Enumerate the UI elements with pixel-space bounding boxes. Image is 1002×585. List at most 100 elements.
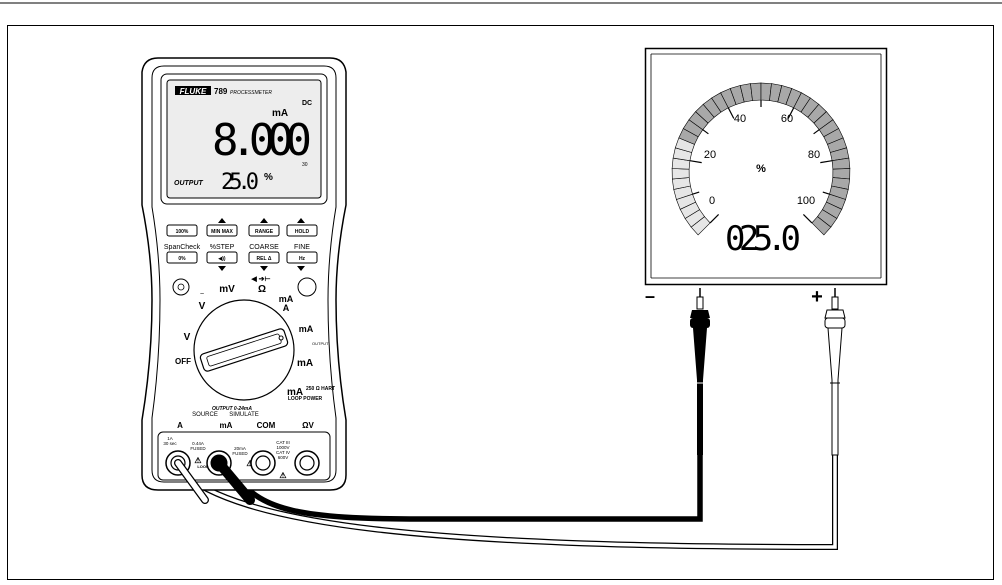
dial-ohm: Ω (258, 284, 266, 295)
gauge-tick-60: 60 (781, 113, 793, 125)
button-range-label: RANGE (255, 229, 274, 235)
gauge-segment (750, 82, 762, 101)
gauge-tick-40: 40 (734, 113, 746, 125)
lcd-output-reading: 25.0 (221, 170, 259, 195)
button-hz-label: Hz (299, 256, 306, 262)
dial-off: OFF (175, 357, 191, 366)
dial-ma-output: mA (299, 324, 314, 334)
cat-rating-c: CAT IV (276, 450, 290, 455)
gauge-segment (832, 168, 851, 180)
terminal-a-label: A (177, 421, 183, 430)
gauge-tick-mark (702, 129, 709, 135)
dial-v-ac: V (184, 332, 191, 343)
button-minmax-label: MIN MAX (211, 229, 233, 235)
gauge-tick-mark (802, 213, 813, 224)
button-100pct-label: 100% (176, 229, 189, 235)
dial-mv: mV (219, 284, 235, 295)
button-0pct[interactable] (166, 251, 198, 264)
dial-a: A (283, 303, 290, 313)
gauge-tick-0: 0 (709, 195, 715, 207)
button-hz[interactable] (286, 251, 318, 264)
sun-icon (177, 283, 185, 291)
jack3-label-b: FUSED (232, 451, 248, 456)
cat-rating-b: 1000V (276, 445, 289, 450)
gauge-tick-100: 100 (797, 195, 815, 207)
svg-text:~: ~ (200, 291, 204, 298)
button-beeper-label: ◀)) (217, 256, 226, 262)
fine-label: FINE (294, 244, 310, 251)
dial-hart-label: 250 Ω HART (306, 386, 335, 392)
terminal-ohm-v-label: ΩV (302, 421, 314, 430)
analog-gauge: 0 20 40 60 80 100 % 025.0 (644, 47, 888, 286)
warning-icon-3: ⚠ (279, 471, 286, 480)
button-range[interactable] (248, 224, 280, 237)
gauge-scale-band (671, 82, 851, 236)
source-label: SOURCE (192, 412, 218, 418)
gauge-tick-80: 80 (808, 149, 820, 161)
warning-icon: ⚠ (194, 456, 201, 465)
gauge-segment (671, 168, 690, 180)
lcd-output-label: OUTPUT (174, 180, 204, 187)
button-hold-label: HOLD (295, 229, 310, 235)
gauge-tick-mark (709, 213, 720, 224)
gauge-tick-mark (689, 160, 702, 164)
gauge-tick-mark (692, 191, 700, 195)
multimeter: FLUKE 789 PROCESSMETER mA DC 8.000 30 OU… (141, 57, 347, 505)
gauge-unit: % (756, 163, 766, 175)
minus-terminal-label: – (645, 286, 655, 306)
gauge-tick-mark (813, 129, 820, 135)
black-plug (214, 458, 255, 505)
spancheck-label: SpanCheck (164, 244, 201, 251)
button-rel[interactable] (248, 251, 280, 264)
jack2-label-a: 0.44A (192, 441, 204, 446)
model-number: 789 (214, 87, 228, 96)
backlight-button[interactable] (172, 278, 190, 296)
button-row-1: 100% MIN MAX RANGE HOLD (166, 218, 318, 237)
gauge-digital-readout: 025.0 (725, 219, 801, 259)
button-row-2: 0% ◀)) REL Δ Hz (166, 251, 318, 271)
lcd-output-unit: % (264, 172, 273, 183)
round-button[interactable] (297, 277, 317, 297)
jack2-label-b: FUSED (190, 446, 206, 451)
cat-rating-a: CAT III (276, 440, 290, 445)
gauge-tick-20: 20 (704, 149, 716, 161)
gauge-tick-mark (820, 160, 833, 164)
jack1-label-a: 1A (167, 436, 173, 441)
dial-ma-simulate: mA (297, 358, 313, 369)
figure-frame (7, 25, 994, 580)
jack1-label-b: 30 sec (163, 441, 177, 446)
dial-v-dc: V (199, 301, 206, 312)
continuity-icon: ◀ ➔⊢ (250, 275, 270, 283)
warning-icon-2: ⚠ (246, 459, 253, 468)
dial-pointer (199, 328, 289, 372)
button-beeper[interactable] (206, 251, 238, 264)
button-100pct[interactable] (166, 224, 198, 237)
dial-loop-power-label: LOOP POWER (288, 396, 323, 402)
pctstep-label: %STEP (210, 244, 235, 251)
button-hold[interactable] (286, 224, 318, 237)
plus-terminal-label: + (811, 286, 823, 308)
coarse-label: COARSE (249, 244, 279, 251)
gauge-tick-mark (822, 191, 830, 195)
button-rel-label: REL Δ (257, 256, 272, 262)
terminal-ma-label: mA (220, 421, 233, 430)
lcd-main-reading: 8.000 (212, 115, 312, 166)
button-0pct-label: 0% (178, 256, 186, 262)
model-suffix: PROCESSMETER (230, 90, 272, 96)
output-range-label: OUTPUT 0-24mA (212, 406, 252, 412)
dial-ma-loop: mA (287, 387, 303, 398)
red-probe (824, 288, 846, 456)
cat-rating-d: 600V (278, 455, 289, 460)
lcd-small-indicator: 30 (302, 162, 308, 168)
gauge-tick-mark (787, 107, 795, 119)
terminal-com-label: COM (257, 421, 276, 430)
dial-output-small: OUTPUT (312, 341, 329, 346)
gauge-major-ticks (689, 100, 833, 224)
button-minmax[interactable] (206, 224, 238, 237)
jack3-label-a: 20mA (234, 446, 246, 451)
black-probe (690, 288, 710, 455)
gauge-tick-mark (727, 107, 735, 119)
gauge-segment (811, 216, 832, 236)
simulate-label: SIMULATE (229, 412, 259, 418)
